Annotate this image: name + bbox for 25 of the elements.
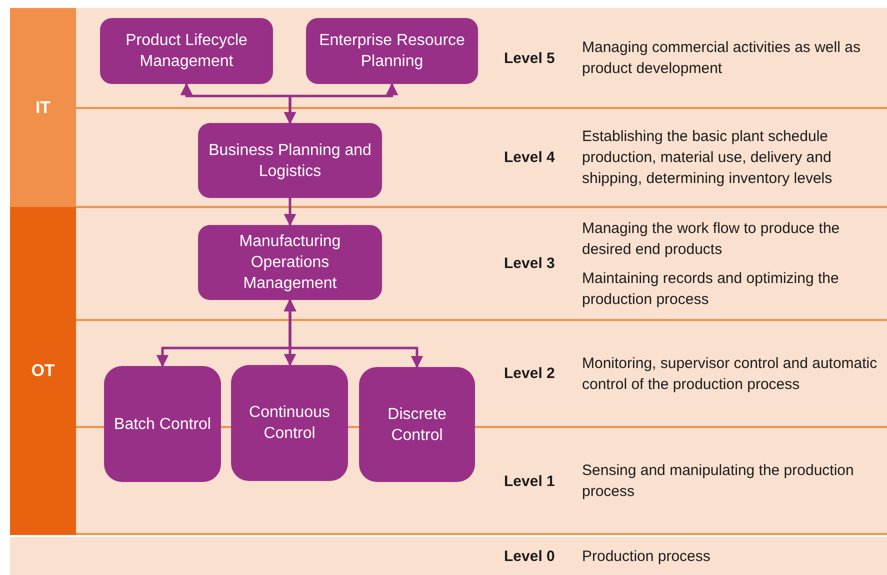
process-box: Enterprise Resource Planning: [306, 18, 478, 84]
level-description: Managing the work flow to produce the desired end products: [582, 218, 841, 260]
process-box: Manufacturing Operations Management: [198, 225, 382, 300]
process-box: Business Planning and Logistics: [198, 123, 382, 198]
arrow: [284, 82, 398, 124]
level-description: Monitoring, supervisor control and automatic control of the production process: [582, 354, 878, 394]
process-box: Continuous Control: [231, 365, 348, 481]
level-description: Maintaining records and optimizing the production process: [582, 268, 840, 310]
layer-band: IT: [10, 8, 76, 207]
level-label: Level 3: [504, 255, 556, 272]
arrow: [284, 298, 424, 368]
level-description: Managing commercial activities as well as product development: [582, 38, 862, 79]
level-description: Establishing the basic plant schedule production, material use, delivery and shipping, determining inventory levels: [582, 127, 834, 189]
process-box: Batch Control: [104, 366, 221, 482]
process-box: Discrete Control: [359, 367, 475, 482]
arrow: [284, 198, 296, 226]
level-label: Level 1: [504, 472, 556, 490]
level-label: Level 0: [504, 548, 556, 564]
level-description: Sensing and manipulating the production process: [582, 461, 855, 502]
level-label: Level 4: [504, 149, 556, 166]
level-label: Level 5: [504, 50, 556, 66]
level-description: Production process: [582, 546, 712, 566]
layer-band: OT: [10, 207, 76, 535]
process-box: Product Lifecycle Management: [100, 18, 273, 84]
level-label: Level 2: [504, 365, 556, 382]
